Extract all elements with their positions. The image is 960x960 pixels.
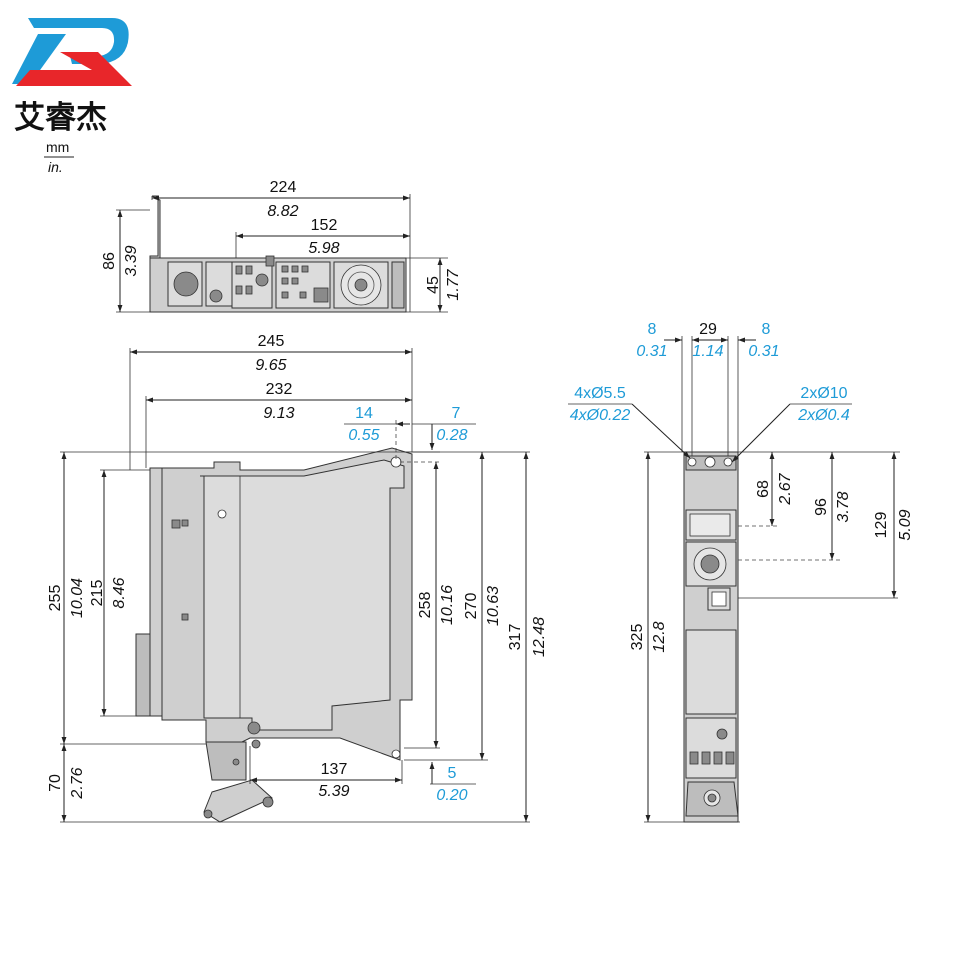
- dim-front-right-margin: 8 0.31: [738, 321, 780, 360]
- dim-side-offset-7: 7 0.28: [412, 405, 476, 450]
- dim-value-in: 4xØ0.22: [570, 407, 631, 424]
- dim-value-in: 10.16: [439, 585, 456, 625]
- dim-value-in: 2.67: [777, 472, 794, 505]
- logo-mark: [12, 18, 132, 86]
- units-legend: mm in.: [44, 139, 74, 175]
- dim-side-offset-5: 5 0.20: [429, 762, 476, 804]
- dim-value-mm: 45: [425, 276, 442, 294]
- dim-side-height-215: 215 8.46: [89, 470, 128, 716]
- dim-top-body-depth: 45 1.77: [425, 258, 462, 312]
- dim-value-in: 0.28: [436, 427, 467, 444]
- dim-front-depth-96: 96 3.78: [813, 452, 852, 560]
- dim-value-mm: 2xØ10: [800, 385, 847, 402]
- dim-value-in: 8.82: [267, 203, 298, 220]
- dim-value-in: 1.77: [445, 268, 462, 300]
- dim-side-height-317: 317 12.48: [507, 452, 548, 822]
- dim-front-left-margin: 8 0.31: [636, 321, 682, 360]
- dim-value-mm: 245: [258, 333, 285, 350]
- dim-value-mm: 232: [266, 381, 293, 398]
- dim-value-mm: 325: [629, 624, 646, 651]
- side-view-device: [135, 447, 413, 823]
- dim-value-in: 0.20: [436, 787, 467, 804]
- dim-value-mm: 86: [101, 252, 118, 270]
- dim-front-hole-spacing: 29 1.14: [692, 321, 728, 360]
- dim-value-mm: 7: [452, 405, 461, 422]
- dim-side-width-137: 137 5.39: [250, 761, 402, 800]
- dim-value-in: 0.31: [748, 343, 779, 360]
- dim-value-in: 0.55: [348, 427, 379, 444]
- dim-value-in: 10.04: [69, 578, 86, 618]
- unit-secondary: in.: [48, 159, 63, 175]
- dim-value-in: 0.31: [636, 343, 667, 360]
- dim-value-in: 9.13: [263, 405, 294, 422]
- dim-value-mm: 129: [873, 512, 890, 539]
- dim-value-mm: 68: [755, 480, 772, 498]
- dim-front-total-height: 325 12.8: [629, 452, 668, 822]
- dim-value-mm: 5: [448, 765, 457, 782]
- dim-value-in: 2.76: [69, 767, 86, 799]
- dim-value-mm: 270: [463, 593, 480, 620]
- dim-value-mm: 152: [311, 217, 338, 234]
- dim-value-mm: 317: [507, 624, 524, 651]
- dim-top-inner-width: 152 5.98: [236, 217, 410, 257]
- front-view: 8 0.31 29 1.14 8 0.31 4xØ5.5 4xØ0.22 2xØ…: [568, 321, 914, 823]
- dim-front-depth-129: 129 5.09: [873, 452, 914, 598]
- top-view-device: [149, 195, 407, 313]
- dim-value-mm: 215: [89, 580, 106, 607]
- dim-value-mm: 255: [47, 585, 64, 612]
- dim-side-body-width: 232 9.13: [146, 381, 412, 422]
- front-view-device: [683, 451, 739, 823]
- dim-value-mm: 137: [321, 761, 348, 778]
- top-view: 224 8.82 152 5.98 86 3.39 45 1.77: [101, 179, 462, 313]
- dim-value-mm: 224: [270, 179, 297, 196]
- dim-value-in: 1.14: [692, 343, 723, 360]
- dim-side-height-70: 70 2.76: [47, 744, 86, 822]
- dim-value-in: 12.48: [531, 617, 548, 657]
- dim-front-large-holes: 2xØ10 2xØ0.4: [731, 385, 852, 463]
- dim-value-in: 5.39: [318, 783, 349, 800]
- dim-value-mm: 4xØ5.5: [574, 385, 626, 402]
- dim-value-mm: 258: [417, 592, 434, 619]
- dim-value-mm: 14: [355, 405, 373, 422]
- dim-top-overall-depth: 86 3.39: [101, 210, 140, 312]
- company-logo: 艾睿杰: [12, 18, 132, 136]
- dim-value-mm: 70: [47, 774, 64, 792]
- dim-value-in: 12.8: [651, 621, 668, 652]
- dim-value-in: 5.09: [897, 509, 914, 540]
- dim-value-mm: 8: [648, 321, 657, 338]
- dim-value-mm: 96: [813, 498, 830, 516]
- side-view: 245 9.65 232 9.13 14 0.55 7 0.28 255 10.…: [47, 333, 548, 823]
- dim-value-in: 9.65: [255, 357, 286, 374]
- dim-front-small-holes: 4xØ5.5 4xØ0.22: [568, 385, 691, 459]
- dim-value-in: 3.39: [123, 245, 140, 276]
- dim-top-overall-width: 224 8.82: [152, 179, 410, 220]
- dim-side-height-270: 270 10.63: [463, 452, 502, 760]
- unit-primary: mm: [46, 139, 69, 155]
- dim-value-in: 8.46: [111, 577, 128, 608]
- company-name: 艾睿杰: [14, 100, 107, 136]
- dim-side-total-width: 245 9.65: [130, 333, 412, 374]
- dim-value-mm: 8: [762, 321, 771, 338]
- dim-value-in: 5.98: [308, 240, 339, 257]
- dim-side-offset-14: 14 0.55: [344, 405, 410, 444]
- dim-value-in: 10.63: [485, 586, 502, 626]
- dim-value-mm: 29: [699, 321, 717, 338]
- dim-value-in: 3.78: [835, 491, 852, 522]
- dim-front-depth-68: 68 2.67: [755, 452, 794, 526]
- dim-side-height-258: 258 10.16: [400, 461, 456, 748]
- dim-side-height-255: 255 10.04: [47, 452, 86, 744]
- dim-value-in: 2xØ0.4: [797, 407, 850, 424]
